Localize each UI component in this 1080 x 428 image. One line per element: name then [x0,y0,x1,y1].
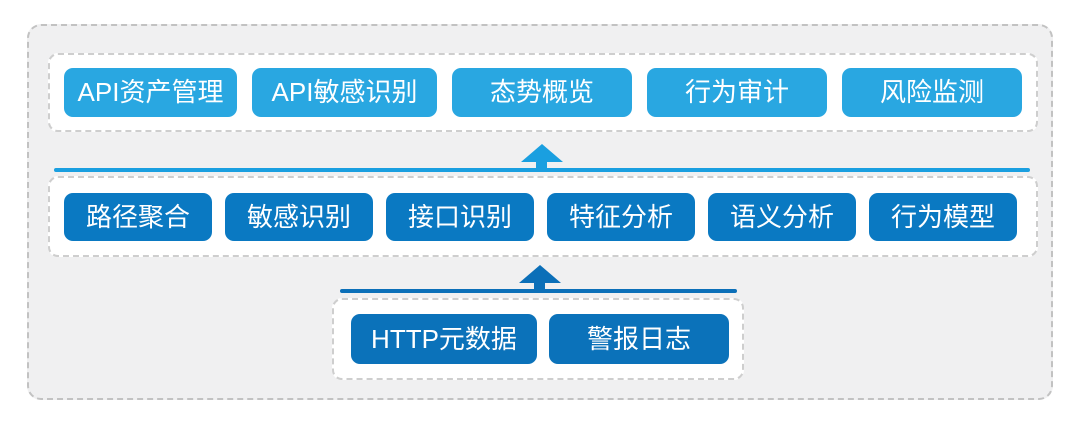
api-sensitive-identification: API敏感识别 [252,68,437,117]
situation-overview: 态势概览 [452,68,632,117]
application-layer-box: API资产管理 API敏感识别 态势概览 行为审计 风险监测 [48,53,1038,132]
semantic-analysis: 语义分析 [708,192,856,241]
http-metadata: HTTP元数据 [351,314,537,364]
behavior-model: 行为模型 [869,192,1017,241]
up-arrow-icon [519,265,561,283]
flow-line-analysis-to-application [54,168,1030,172]
up-arrow-icon [521,144,563,162]
alert-log: 警报日志 [549,314,729,364]
feature-analysis: 特征分析 [547,192,695,241]
up-arrow-icon [536,161,547,169]
behavior-audit: 行为审计 [647,68,827,117]
flow-line-data-to-analysis [340,289,737,293]
api-asset-management: API资产管理 [64,68,237,117]
analysis-layer-box: 路径聚合 敏感识别 接口识别 特征分析 语义分析 行为模型 [48,176,1038,257]
data-source-layer-box: HTTP元数据 警报日志 [332,298,744,380]
up-arrow-icon [534,282,545,290]
sensitive-identification: 敏感识别 [225,192,373,241]
interface-identification: 接口识别 [386,192,534,241]
risk-monitoring: 风险监测 [842,68,1022,117]
platform-container: API资产管理 API敏感识别 态势概览 行为审计 风险监测 路径聚合 敏感识别… [27,24,1053,400]
path-aggregation: 路径聚合 [64,192,212,241]
